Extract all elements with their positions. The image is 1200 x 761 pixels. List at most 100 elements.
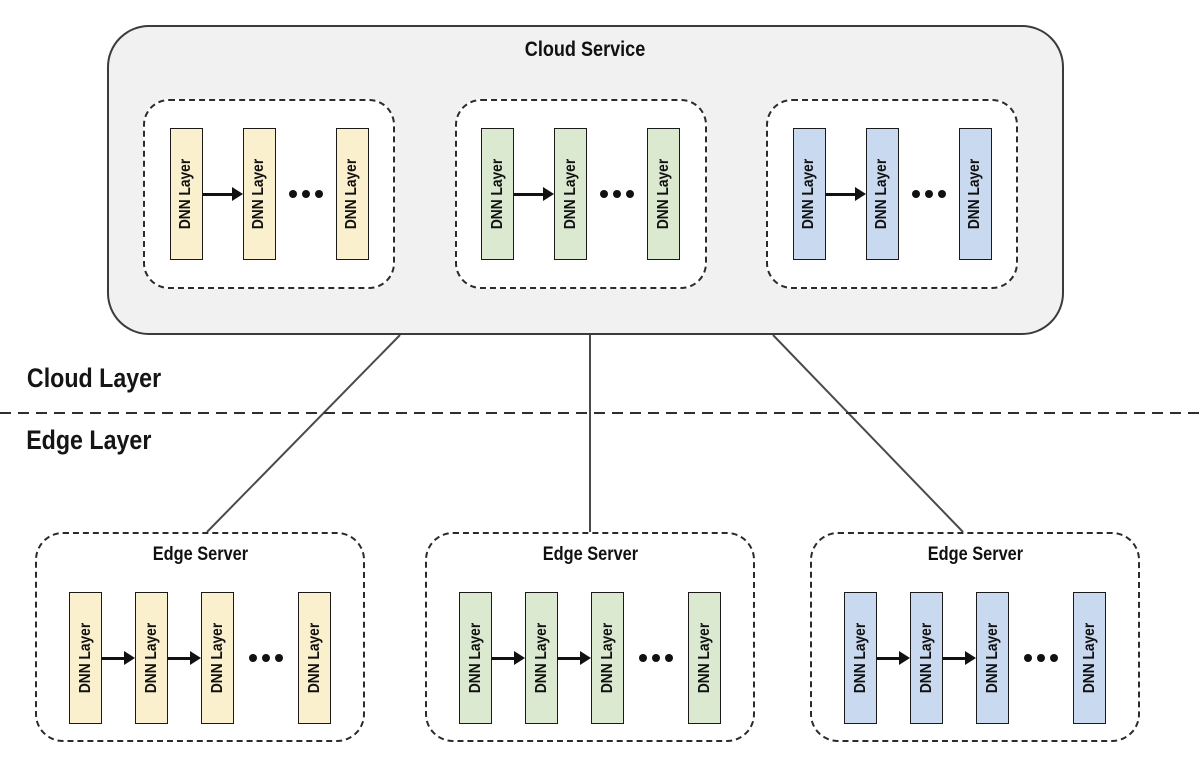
dnn-layer-label: DNN Layer [598, 622, 616, 694]
ellipsis-dot [639, 654, 647, 662]
dnn-layer-label: DNN Layer [532, 622, 550, 694]
dnn-layer-box: DNN Layer [591, 592, 624, 724]
connector-cloud-to-edge-0 [206, 334, 401, 533]
ellipsis-dot [314, 190, 323, 198]
dnn-chain: DNN Layer DNN Layer DNN Layer [768, 101, 1016, 287]
ellipsis-icon [1009, 654, 1073, 662]
dnn-layer-box: DNN Layer [792, 128, 826, 260]
cloud-service-title: Cloud Service [109, 38, 1062, 62]
cloud-dnn-pipeline-blue: DNN Layer DNN Layer DNN Layer [766, 99, 1018, 289]
dnn-layer-box: DNN Layer [844, 592, 877, 724]
edge-layer-label: Edge Layer [16, 425, 162, 456]
dnn-layer-label: DNN Layer [142, 622, 160, 694]
ellipsis-icon [899, 190, 959, 198]
edge-server-title: Edge Server [812, 544, 1138, 566]
dnn-layer-box: DNN Layer [242, 128, 276, 260]
ellipsis-dot [626, 190, 634, 198]
arrow-right-icon [558, 651, 591, 665]
dnn-layer-box: DNN Layer [554, 128, 587, 260]
dnn-layer-box: DNN Layer [481, 128, 514, 260]
edge-server-title: Edge Server [427, 544, 753, 566]
dnn-layer-label: DNN Layer [917, 622, 935, 694]
edge-server-title-text: Edge Server [542, 544, 638, 565]
ellipsis-dot [665, 654, 673, 662]
arrow-right-icon [943, 651, 976, 665]
dnn-chain: DNN Layer DNN Layer DNN Layer DNN Layer [427, 576, 753, 740]
dnn-layer-label: DNN Layer [1080, 622, 1098, 694]
dnn-layer-label: DNN Layer [851, 622, 869, 694]
dnn-layer-box: DNN Layer [525, 592, 558, 724]
ellipsis-dot [652, 654, 660, 662]
ellipsis-dot [262, 654, 270, 662]
dnn-layer-label: DNN Layer [177, 158, 194, 230]
edge-server-title: Edge Server [37, 544, 363, 566]
dnn-layer-label: DNN Layer [695, 622, 713, 694]
ellipsis-dot [301, 190, 310, 198]
dnn-layer-box: DNN Layer [459, 592, 492, 724]
dnn-layer-label: DNN Layer [488, 158, 506, 230]
cloud-service-title-text: Cloud Service [525, 38, 646, 61]
ellipsis-dot [1037, 654, 1045, 662]
dnn-layer-label: DNN Layer [873, 158, 890, 230]
dnn-layer-label: DNN Layer [76, 622, 94, 694]
dnn-layer-label: DNN Layer [654, 158, 672, 230]
dnn-layer-box: DNN Layer [298, 592, 331, 724]
dnn-layer-label: DNN Layer [983, 622, 1001, 694]
ellipsis-icon [276, 190, 336, 198]
edge-layer-label-text: Edge Layer [26, 425, 152, 455]
dnn-layer-box: DNN Layer [135, 592, 168, 724]
arrow-right-icon [877, 651, 910, 665]
ellipsis-icon [624, 654, 688, 662]
ellipsis-dot [1024, 654, 1032, 662]
dnn-layer-label: DNN Layer [966, 158, 983, 230]
dnn-layer-box: DNN Layer [647, 128, 680, 260]
ellipsis-dot [275, 654, 283, 662]
dnn-layer-box: DNN Layer [335, 128, 369, 260]
arrow-right-icon [492, 651, 525, 665]
arrow-right-icon [202, 187, 243, 201]
dnn-layer-box: DNN Layer [169, 128, 203, 260]
dnn-layer-box: DNN Layer [201, 592, 234, 724]
ellipsis-dot [249, 654, 257, 662]
dnn-layer-label: DNN Layer [250, 158, 267, 230]
dnn-layer-box: DNN Layer [976, 592, 1009, 724]
dnn-chain: DNN Layer DNN Layer DNN Layer DNN Layer [37, 576, 363, 740]
cloud-layer-label-text: Cloud Layer [26, 363, 162, 393]
dnn-layer-label: DNN Layer [466, 622, 484, 694]
cloud-dnn-pipeline-green: DNN Layer DNN Layer DNN Layer [454, 99, 707, 289]
dnn-chain: DNN Layer DNN Layer DNN Layer DNN Layer [812, 576, 1138, 740]
cloud-layer-label: Cloud Layer [16, 363, 172, 394]
dnn-layer-label: DNN Layer [800, 158, 817, 230]
dnn-layer-box: DNN Layer [958, 128, 992, 260]
dnn-layer-box: DNN Layer [69, 592, 102, 724]
dnn-layer-label: DNN Layer [208, 622, 226, 694]
dnn-layer-label: DNN Layer [305, 622, 323, 694]
ellipsis-dot [613, 190, 621, 198]
ellipsis-icon [587, 190, 647, 198]
dnn-layer-label: DNN Layer [343, 158, 360, 230]
connector-cloud-to-edge-2 [772, 334, 964, 533]
ellipsis-icon [234, 654, 298, 662]
ellipsis-dot [911, 190, 920, 198]
ellipsis-dot [600, 190, 608, 198]
dnn-chain: DNN Layer DNN Layer DNN Layer [145, 101, 393, 287]
ellipsis-dot [924, 190, 933, 198]
edge-server-title-text: Edge Server [927, 544, 1023, 565]
dnn-layer-box: DNN Layer [910, 592, 943, 724]
dnn-layer-box: DNN Layer [688, 592, 721, 724]
cloud-dnn-pipeline-yellow: DNN Layer DNN Layer DNN Layer [143, 99, 395, 289]
ellipsis-dot [937, 190, 946, 198]
dnn-layer-label: DNN Layer [561, 158, 579, 230]
dnn-chain: DNN Layer DNN Layer DNN Layer [457, 101, 705, 287]
arrow-right-icon [825, 187, 866, 201]
arrow-right-icon [168, 651, 201, 665]
ellipsis-dot [1050, 654, 1058, 662]
arrow-right-icon [102, 651, 135, 665]
arrow-right-icon [514, 187, 554, 201]
dnn-layer-box: DNN Layer [865, 128, 899, 260]
